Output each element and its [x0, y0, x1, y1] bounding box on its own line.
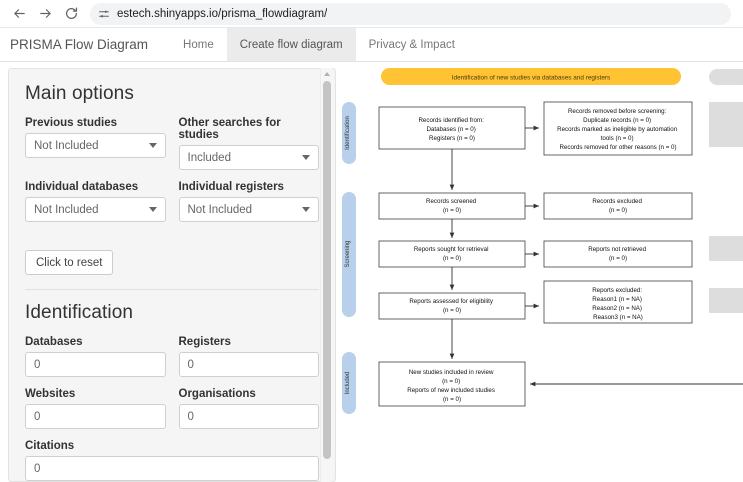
chevron-down-icon — [148, 143, 157, 148]
phase-pill-screening — [342, 192, 356, 317]
app-navbar: PRISMA Flow Diagram Home Create flow dia… — [0, 28, 743, 62]
app-body: Main options Previous studies Not Includ… — [0, 62, 743, 482]
label-citations: Citations — [25, 440, 75, 452]
chevron-down-icon — [148, 207, 157, 212]
select-other-searches-value: Included — [187, 151, 231, 164]
label-organisations: Organisations — [178, 388, 256, 400]
sidebar-wrapper: Main options Previous studies Not Includ… — [0, 62, 336, 482]
tune-sliders-icon[interactable] — [98, 8, 110, 20]
box-reports-sought[interactable] — [378, 240, 526, 268]
identification-grid: Databases 0 Registers 0 Websites 0 Organ… — [25, 336, 319, 481]
box-records-identified[interactable] — [378, 106, 526, 150]
forward-arrow-icon[interactable] — [32, 1, 58, 27]
select-individual-databases[interactable]: Not Included — [25, 197, 166, 222]
app-brand[interactable]: PRISMA Flow Diagram — [10, 37, 149, 52]
field-citations: Citations 0 — [25, 440, 319, 481]
field-individual-registers: Individual registers Not Included — [178, 181, 319, 222]
input-websites[interactable]: 0 — [25, 404, 166, 429]
back-arrow-icon[interactable] — [6, 1, 32, 27]
sidebar-scrollbar[interactable] — [320, 68, 332, 482]
chevron-down-icon — [302, 155, 310, 160]
url-text: estech.shinyapps.io/prisma_flowdiagram/ — [117, 7, 328, 20]
box-reports-not-retrieved[interactable] — [543, 240, 693, 268]
options-sidebar: Main options Previous studies Not Includ… — [8, 68, 336, 482]
label-registers: Registers — [178, 336, 231, 348]
box-new-studies-included[interactable] — [378, 361, 526, 407]
field-databases: Databases 0 — [25, 336, 166, 377]
phase-label-screening: Screening — [345, 240, 351, 267]
box-records-screened-text: Records screened (n = 0) — [426, 198, 478, 214]
nav-tab-privacy-impact[interactable]: Privacy & Impact — [368, 38, 455, 51]
box-reports-assessed[interactable] — [378, 292, 526, 320]
chevron-down-icon — [302, 207, 310, 212]
select-individual-registers-value: Not Included — [187, 203, 253, 216]
section-divider — [25, 289, 319, 290]
field-organisations: Organisations 0 — [178, 388, 319, 429]
browser-toolbar: estech.shinyapps.io/prisma_flowdiagram/ — [0, 0, 743, 28]
reload-icon[interactable] — [58, 1, 84, 27]
select-individual-databases-value: Not Included — [34, 203, 99, 216]
box-records-screened[interactable] — [378, 192, 526, 220]
phase-pill-included — [342, 352, 356, 414]
field-websites: Websites 0 — [25, 388, 166, 429]
label-databases: Databases — [25, 336, 83, 348]
identification-title: Identification — [25, 302, 134, 323]
box-records-removed[interactable] — [543, 101, 693, 156]
main-options-grid: Previous studies Not Included Other sear… — [25, 117, 319, 233]
select-previous-studies[interactable]: Not Included — [25, 133, 166, 158]
phase-label-included: Included — [345, 372, 351, 395]
box-reports-sought-text: Reports sought for retrieval (n = 0) — [414, 246, 490, 262]
label-individual-registers: Individual registers — [178, 181, 284, 193]
input-organisations[interactable]: 0 — [178, 404, 319, 429]
prisma-diagram-svg: Identification of new studies via databa… — [342, 68, 743, 414]
placeholder-box-screening-right — [709, 236, 743, 261]
main-options-title: Main options — [25, 83, 134, 104]
placeholder-box-eligibility-right — [709, 288, 743, 313]
scroll-up-arrow-icon[interactable] — [321, 68, 332, 79]
diagram-banner — [381, 68, 681, 85]
nav-tab-home[interactable]: Home — [183, 38, 214, 51]
input-registers[interactable]: 0 — [178, 352, 319, 377]
field-registers: Registers 0 — [178, 336, 319, 377]
scrollbar-thumb[interactable] — [323, 81, 331, 459]
box-records-removed-text: Records removed before screening: Duplic… — [557, 108, 679, 151]
input-citations[interactable]: 0 — [25, 456, 319, 481]
address-bar[interactable]: estech.shinyapps.io/prisma_flowdiagram/ — [90, 2, 731, 25]
input-databases[interactable]: 0 — [25, 352, 166, 377]
box-new-studies-included-text: New studies included in review (n = 0) R… — [407, 369, 496, 403]
reset-row: Click to reset — [25, 250, 319, 289]
box-reports-excluded-text: Reports excluded: Reason1 (n = NA) Reaso… — [592, 287, 644, 321]
box-reports-assessed-text: Reports assessed for eligibility (n = 0) — [409, 298, 494, 314]
select-other-searches[interactable]: Included — [178, 145, 319, 170]
diagram-banner-text: Identification of new studies via databa… — [452, 75, 610, 82]
field-individual-databases: Individual databases Not Included — [25, 181, 166, 222]
field-previous-studies: Previous studies Not Included — [25, 117, 166, 170]
label-other-searches: Other searches for studies — [178, 117, 281, 141]
box-records-excluded[interactable] — [543, 192, 693, 220]
box-reports-excluded[interactable] — [543, 280, 693, 324]
label-websites: Websites — [25, 388, 76, 400]
box-records-excluded-text: Records excluded (n = 0) — [592, 198, 643, 214]
reset-button[interactable]: Click to reset — [25, 250, 114, 275]
box-reports-not-retrieved-text: Reports not retrieved (n = 0) — [588, 246, 648, 262]
box-records-identified-text: Records identified from: Databases (n = … — [418, 117, 485, 142]
select-individual-registers[interactable]: Not Included — [178, 197, 319, 222]
phase-label-identification: Identification — [345, 116, 351, 150]
placeholder-box-banner-right — [709, 69, 743, 85]
field-other-searches: Other searches for studies Included — [178, 117, 319, 170]
placeholder-box-identification-right — [709, 102, 743, 147]
label-individual-databases: Individual databases — [25, 181, 139, 193]
nav-tab-create-flow-diagram[interactable]: Create flow diagram — [226, 28, 356, 61]
label-previous-studies: Previous studies — [25, 117, 118, 129]
flow-diagram-canvas: Identification of new studies via databa… — [336, 62, 743, 482]
select-previous-studies-value: Not Included — [34, 139, 99, 152]
phase-pill-identification — [342, 102, 356, 164]
